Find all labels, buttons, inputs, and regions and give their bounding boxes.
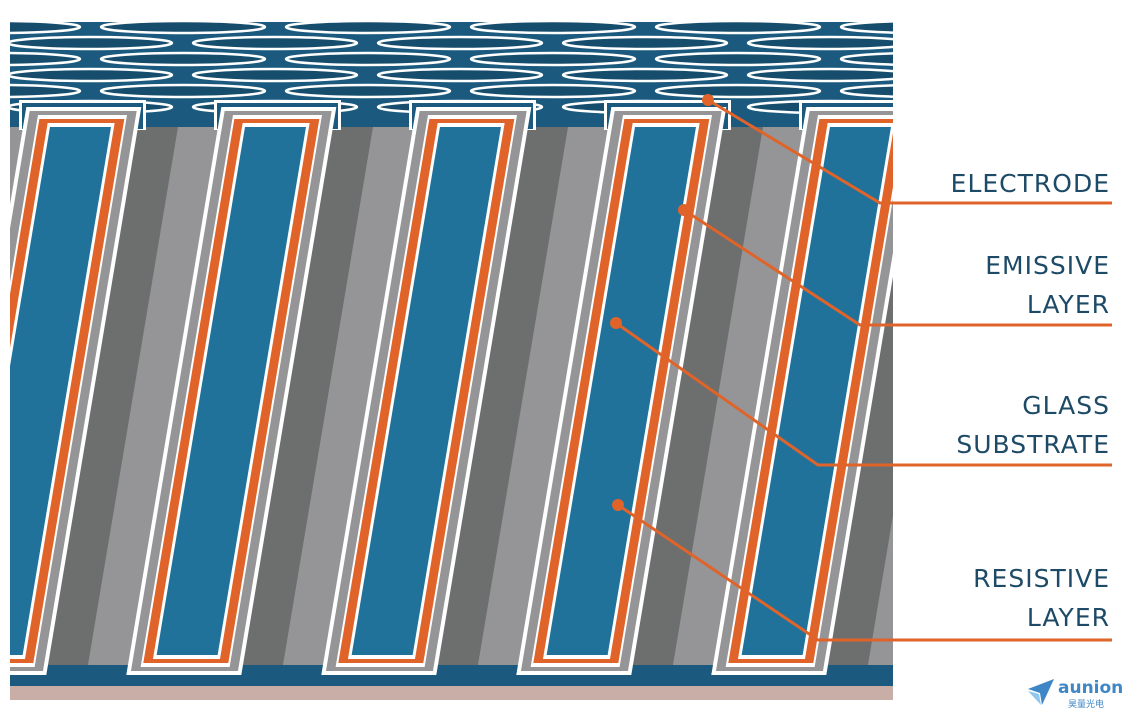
electrode-pore bbox=[10, 35, 174, 51]
electrode-pore bbox=[839, 22, 893, 34]
glass-shading bbox=[39, 115, 893, 700]
channel-core bbox=[10, 127, 111, 655]
electrode-pore bbox=[99, 51, 267, 67]
electrode-pore bbox=[99, 22, 267, 35]
electrode-pore bbox=[469, 51, 637, 67]
microchannel bbox=[321, 107, 532, 675]
electrode-pore bbox=[1026, 53, 1136, 65]
electrode-pore bbox=[561, 67, 729, 83]
electrode-pore bbox=[10, 67, 174, 83]
electrode-pore bbox=[561, 35, 729, 51]
electrode-pore bbox=[10, 83, 82, 99]
microchannel bbox=[126, 107, 337, 675]
electrode-pore bbox=[1118, 101, 1136, 113]
bottom-edge bbox=[10, 686, 893, 700]
electrode-pore bbox=[469, 83, 637, 99]
glass-shadow-band bbox=[624, 115, 765, 700]
electrode-pore bbox=[746, 35, 893, 51]
electrode-pore bbox=[746, 67, 893, 83]
label-electrode: ELECTRODE bbox=[950, 169, 1110, 198]
electrode-pore bbox=[376, 67, 544, 83]
electrode-pore bbox=[654, 51, 822, 67]
electrode-pore bbox=[191, 35, 359, 51]
glass-shadow-band bbox=[234, 115, 375, 700]
electrode-pore bbox=[654, 22, 822, 35]
electrode-pore bbox=[1026, 85, 1136, 97]
electrode-pore bbox=[839, 84, 893, 98]
electrode-pore bbox=[191, 67, 359, 83]
electrode-pore bbox=[839, 52, 893, 66]
glass-shadow-band bbox=[39, 115, 180, 700]
electrode-pore bbox=[933, 37, 1097, 49]
logo-subtitle: 昊量光电 bbox=[1068, 700, 1105, 710]
electrode-pore bbox=[99, 83, 267, 99]
electrode-pore bbox=[933, 69, 1097, 81]
electrode-pore bbox=[654, 83, 822, 99]
electrode-pore bbox=[284, 22, 452, 35]
channel-core bbox=[156, 127, 306, 655]
microchannel bbox=[711, 107, 893, 675]
leader-line bbox=[615, 321, 1112, 467]
leader-line bbox=[683, 208, 1112, 327]
electrode-pore bbox=[10, 22, 82, 35]
electrode-pore bbox=[284, 83, 452, 99]
electrode-pore bbox=[10, 51, 82, 67]
channel-core bbox=[546, 127, 696, 655]
glass-shadow-band bbox=[819, 115, 893, 700]
leader-line bbox=[707, 98, 1112, 205]
electrode-pore bbox=[1118, 37, 1136, 49]
electrode-pore bbox=[469, 22, 637, 35]
electrode-pore bbox=[1026, 21, 1136, 33]
electrode-pore bbox=[284, 51, 452, 67]
logo-icon bbox=[1028, 679, 1054, 705]
channel-core bbox=[741, 127, 891, 655]
electrode-pore bbox=[376, 35, 544, 51]
microchannel bbox=[10, 107, 142, 675]
microchannel bbox=[516, 107, 727, 675]
leader-line bbox=[617, 503, 1112, 642]
channel-core bbox=[351, 127, 501, 655]
electrode-pore bbox=[933, 101, 1097, 113]
logo-name: aunion bbox=[1058, 678, 1124, 698]
glass-shadow-band bbox=[429, 115, 570, 700]
electrode-pore bbox=[1118, 69, 1136, 81]
